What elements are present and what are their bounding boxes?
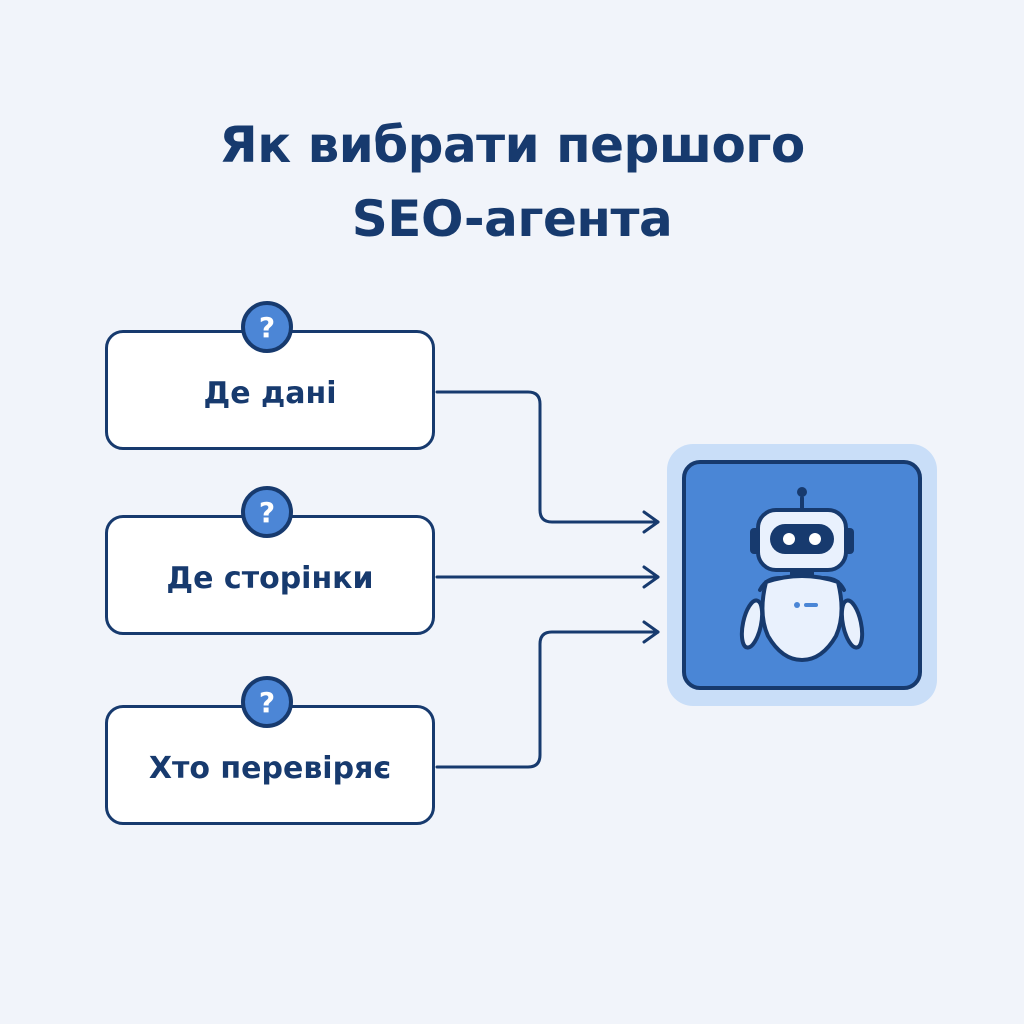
question-card-pages: ? Де сторінки (105, 486, 435, 635)
page-title: Як вибрати першого SEO-агента (0, 108, 1024, 256)
question-label: Де сторінки (166, 560, 374, 596)
question-icon: ? (241, 486, 293, 538)
question-label: Хто перевіряє (148, 750, 392, 786)
title-line-2: SEO-агента (351, 190, 673, 248)
robot-icon (739, 487, 865, 662)
arrowhead-3 (642, 620, 660, 644)
seo-agent-box (682, 460, 922, 690)
question-icon: ? (241, 301, 293, 353)
question-label: Де дані (203, 375, 337, 411)
question-card-data: ? Де дані (105, 301, 435, 450)
question-card-reviewer: ? Хто перевіряє (105, 676, 435, 825)
arrowhead-2 (642, 565, 660, 589)
arrowhead-1 (642, 510, 660, 534)
connector-3 (435, 630, 660, 769)
question-icon: ? (241, 676, 293, 728)
title-line-1: Як вибрати першого (219, 116, 805, 174)
connector-1 (435, 390, 660, 524)
